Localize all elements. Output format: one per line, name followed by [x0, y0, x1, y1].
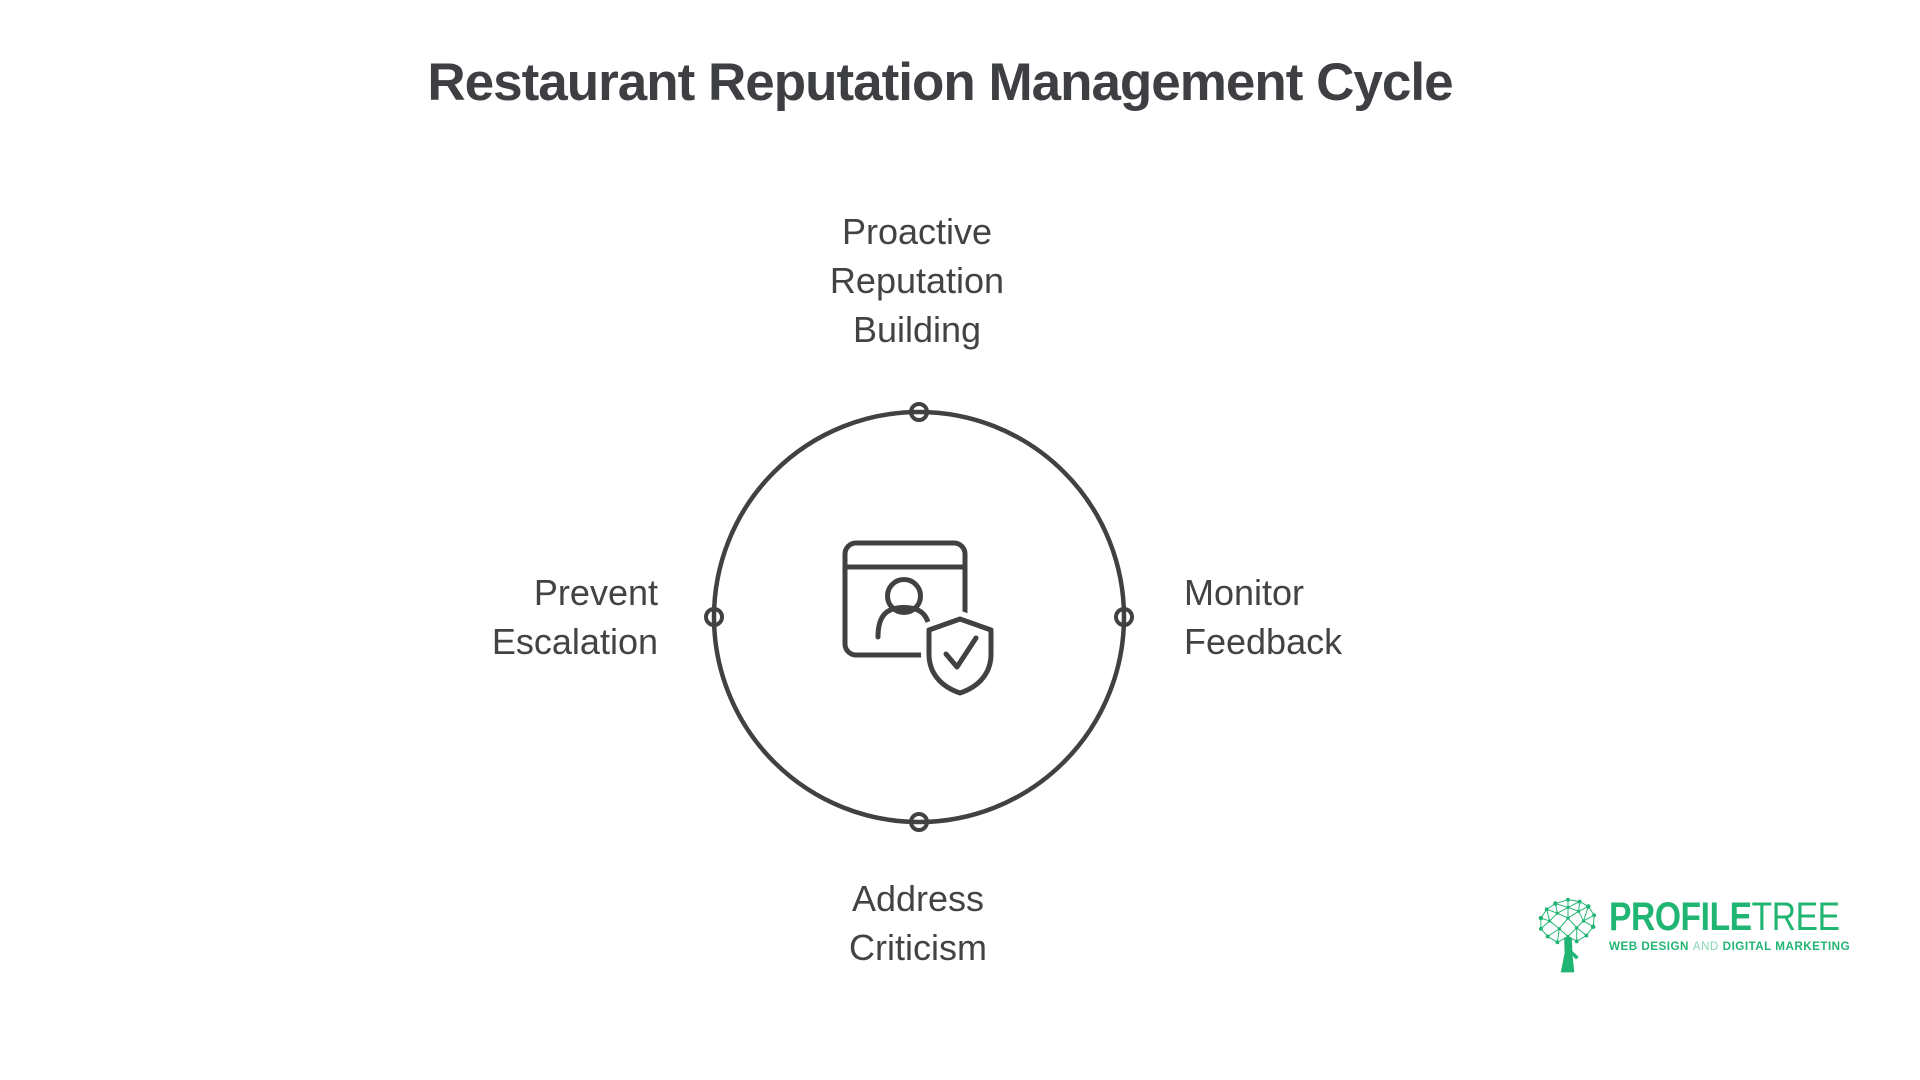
network-tree-icon	[1538, 897, 1597, 973]
cycle-ring	[711, 409, 1127, 825]
cycle-node-bottom	[909, 812, 929, 832]
tagline-and: AND	[1692, 939, 1719, 953]
cycle-step-label-line: Proactive	[841, 211, 993, 252]
cycle-step-label-line: Reputation	[829, 260, 1005, 301]
browser-window-shape	[842, 540, 968, 658]
cycle-step-label-line: Criticism	[849, 927, 987, 968]
cycle-step-label-line: Building	[852, 309, 982, 350]
cycle-step-label-line: Feedback	[1184, 621, 1343, 662]
cycle-step-address-criticism: Address Criticism	[718, 874, 1118, 972]
cycle-step-label-line: Escalation	[491, 621, 658, 662]
cycle-diagram	[704, 402, 1134, 832]
cycle-node-left	[704, 607, 724, 627]
browser-user-shield-check-icon	[842, 540, 999, 701]
brand-name-primary: PROFILE	[1609, 895, 1752, 939]
tagline-lead: WEB DESIGN	[1609, 939, 1689, 953]
cycle-node-right	[1114, 607, 1134, 627]
brand-name-secondary: TREE	[1751, 895, 1840, 939]
user-shoulders-shape	[875, 605, 933, 640]
tree-canopy-nodes	[1538, 897, 1597, 945]
tree-canopy-edges	[1540, 899, 1595, 943]
cycle-step-label-line: Monitor	[1184, 572, 1305, 613]
brand-name: PROFILETREE	[1609, 896, 1840, 938]
cycle-step-label-line: Prevent	[533, 572, 658, 613]
cycle-nodes	[704, 402, 1134, 832]
cycle-step-label-line: Address	[851, 878, 985, 919]
tree-trunk	[1560, 937, 1579, 973]
tagline-tail: DIGITAL MARKETING	[1722, 939, 1851, 953]
user-head-shape	[885, 577, 923, 615]
page-title: Restaurant Reputation Management Cycle	[427, 53, 1453, 112]
cycle-step-prevent-escalation: Prevent Escalation	[258, 568, 658, 666]
cycle-node-top	[909, 402, 929, 422]
cycle-step-monitor-feedback: Monitor Feedback	[1184, 568, 1584, 666]
cycle-step-proactive-reputation-building: Proactive Reputation Building	[717, 207, 1117, 354]
shield-checkmark	[943, 635, 979, 670]
shield-shape	[926, 616, 994, 696]
